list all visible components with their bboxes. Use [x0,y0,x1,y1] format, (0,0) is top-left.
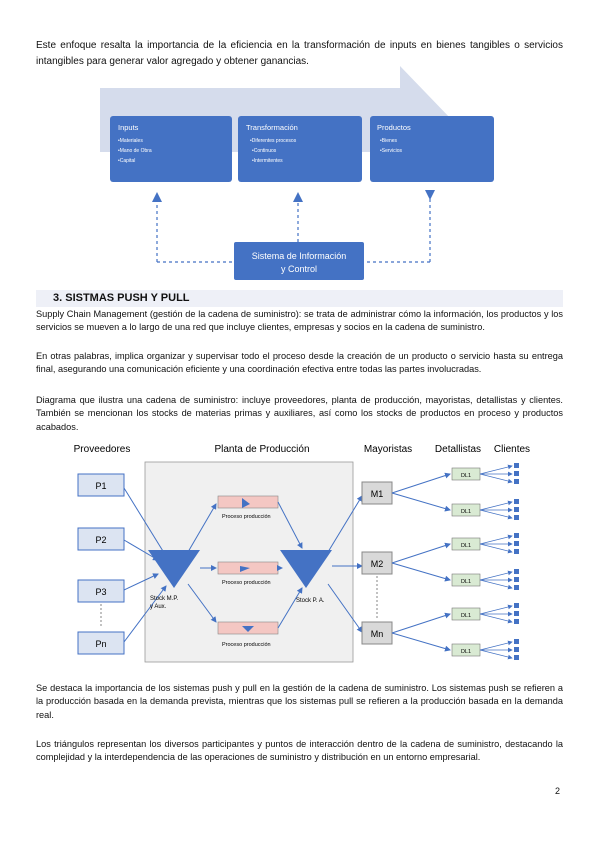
supplier-box [77,527,125,551]
wholesaler-label: M2 [371,559,384,569]
box-item: •Continuos [252,148,277,154]
box-item: •Mano de Obra [118,148,152,154]
process-label: Proceso producción [222,642,271,648]
supplier-label: P1 [95,481,106,491]
supplier-box [77,473,125,497]
retailer-label: DL1 [461,543,471,549]
page-number: 2 [555,786,561,796]
header-wholesalers: Mayoristas [364,444,412,455]
paragraph: Los triángulos representan los diversos … [36,739,563,763]
system-box-line: y Control [281,264,317,274]
header-plant: Planta de Producción [214,444,309,455]
stock-mp-triangle [148,550,200,588]
intro-paragraph: Este enfoque resalta la importancia de l… [36,40,563,67]
process-box [217,495,279,509]
supplier-box [77,579,125,603]
retailer-label: DL1 [461,579,471,585]
header-retailers: Detallistas [435,444,481,455]
header-clients: Clientes [494,444,530,455]
box-item: •Intermitentes [252,158,283,164]
paragraph: En otras palabras, implica organizar y s… [36,351,563,375]
section-heading: 3. SISTMAS PUSH Y PULL [36,290,563,307]
retailer-label: DL1 [461,509,471,515]
products-box [370,116,494,182]
process-diagram: Inputs •Materiales •Mano de Obra •Capita… [100,66,494,280]
header-suppliers: Proveedores [74,444,131,455]
box-title: Transformación [246,123,298,132]
supplier-label: P2 [95,535,106,545]
system-box-line: Sistema de Información [252,251,347,261]
wholesaler-label: M1 [371,489,384,499]
box-item: •Bienes [380,138,398,144]
process-label: Proceso producción [222,580,271,586]
retailer-label: DL1 [461,473,471,479]
box-item: •Capital [118,158,135,164]
paragraph: Se destaca la importancia de los sistema… [36,683,563,720]
stock-pa-label: Stock P. A. [296,598,325,604]
process-label: Proceso producción [222,514,271,520]
supplier-box [77,631,125,655]
box-item: •Diferentes procesos [250,138,297,144]
retailer-label: DL1 [461,649,471,655]
paragraph: Supply Chain Management (gestión de la c… [36,309,563,333]
box-item: •Materiales [118,138,143,144]
supplier-label: Pn [95,639,106,649]
retailer-boxes: DL1 DL1 DL1 DL1 DL1 DL1 [451,467,481,657]
stock-mp-label: y Aux. [150,604,167,610]
wholesaler-label: Mn [371,629,384,639]
inputs-box [110,116,232,182]
box-title: Productos [377,123,411,132]
stock-mp-label: Stock M.P. [150,596,179,602]
information-system-box [234,242,364,280]
client-squares [514,463,519,660]
supplier-label: P3 [95,587,106,597]
stock-pa-triangle [280,550,332,588]
transformation-box [238,116,362,182]
client-links [479,464,513,660]
box-item: •Servicios [380,148,403,154]
retailer-label: DL1 [461,613,471,619]
paragraph: Diagrama que ilustra una cadena de sumin… [36,395,563,432]
box-title: Inputs [118,123,139,132]
supply-chain-diagram: Proveedores Planta de Producción Mayoris… [74,444,530,663]
